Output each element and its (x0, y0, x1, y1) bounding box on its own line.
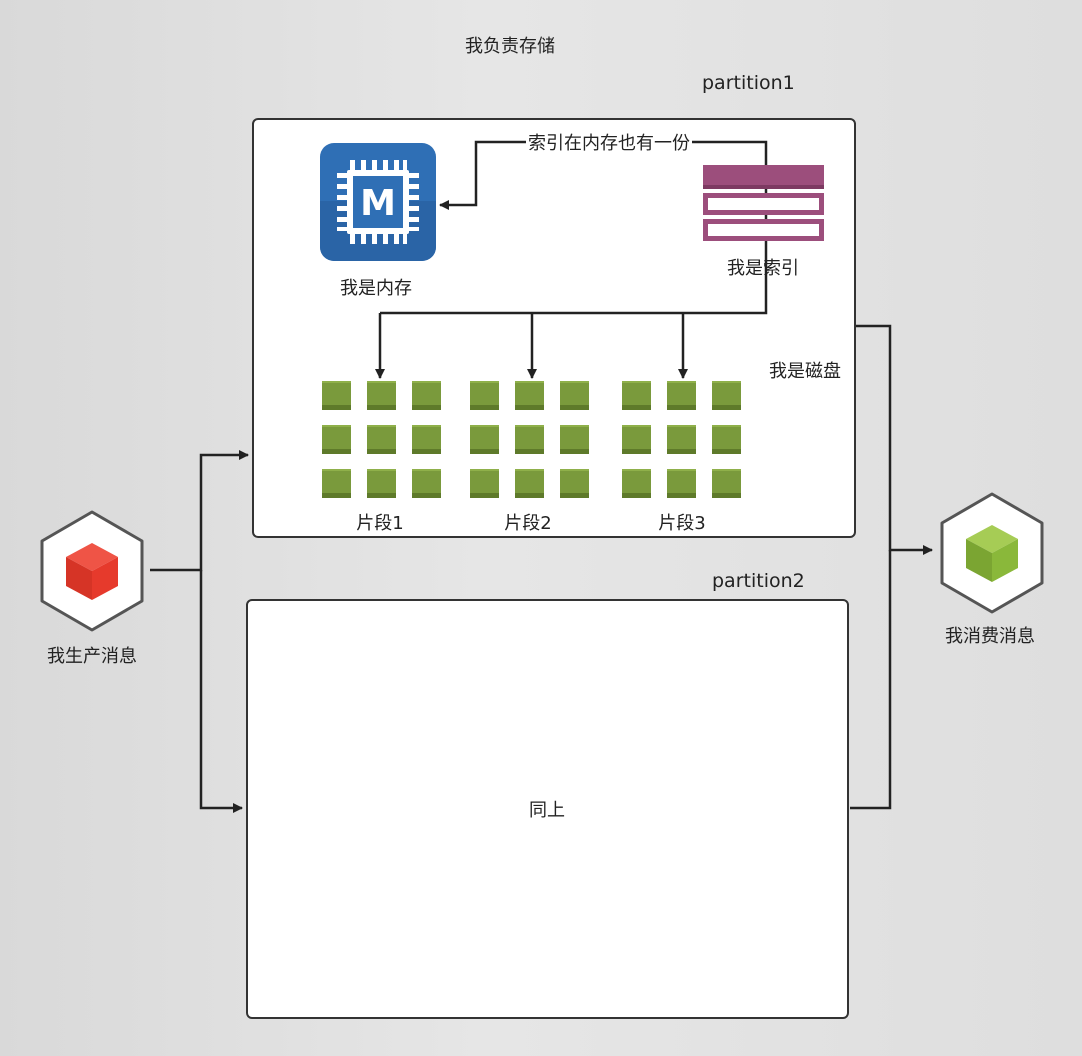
partition1-to-consumer-arrow (856, 324, 933, 555)
index-table-icon (703, 165, 824, 243)
segment-block (667, 469, 696, 498)
segment-block (622, 381, 651, 410)
segment-block (712, 469, 741, 498)
segment-block (560, 425, 589, 454)
segment-block (622, 425, 651, 454)
storage-title: 我负责存储 (465, 36, 555, 57)
segment-block (322, 425, 351, 454)
partition1-label: partition1 (702, 72, 795, 94)
segment-block (322, 469, 351, 498)
segment-block (515, 469, 544, 498)
segment-label: 片段2 (504, 513, 552, 534)
segment-block (560, 381, 589, 410)
segment-block (470, 469, 499, 498)
index-note-label: 索引在内存也有一份 (526, 133, 692, 155)
partition2-content: 同上 (529, 800, 565, 821)
consumer-label: 我消费消息 (945, 626, 1035, 647)
segment-block (470, 381, 499, 410)
index-distribution-line (380, 245, 768, 315)
segment-block (712, 425, 741, 454)
producer-to-partition2-arrow (199, 570, 243, 813)
segment-block (560, 469, 589, 498)
segment-block (667, 425, 696, 454)
memory-label: 我是内存 (340, 278, 412, 299)
segment-block (367, 425, 396, 454)
segment-block (412, 469, 441, 498)
segment-block (412, 381, 441, 410)
segment-block (515, 381, 544, 410)
disk-label: 我是磁盘 (769, 361, 841, 382)
partition2-to-consumer-line (850, 550, 892, 810)
segment-block (712, 381, 741, 410)
segment-block (667, 381, 696, 410)
segment-block (622, 469, 651, 498)
producer-to-partition1-arrow (150, 450, 249, 572)
segment-label: 片段1 (356, 513, 404, 534)
segment-block (412, 425, 441, 454)
memory-chip-icon: M (320, 143, 436, 261)
segment-block (367, 469, 396, 498)
segment-block (470, 425, 499, 454)
partition2-box (246, 599, 849, 1019)
green-cube-icon (938, 492, 1046, 614)
index-label: 我是索引 (727, 258, 799, 279)
producer-label: 我生产消息 (47, 646, 137, 667)
segment-block (515, 425, 544, 454)
segment-block (322, 381, 351, 410)
partition2-label: partition2 (712, 570, 805, 592)
svg-text:M: M (360, 183, 396, 224)
segment-block (367, 381, 396, 410)
red-cube-icon (38, 510, 146, 632)
segment-label: 片段3 (658, 513, 706, 534)
